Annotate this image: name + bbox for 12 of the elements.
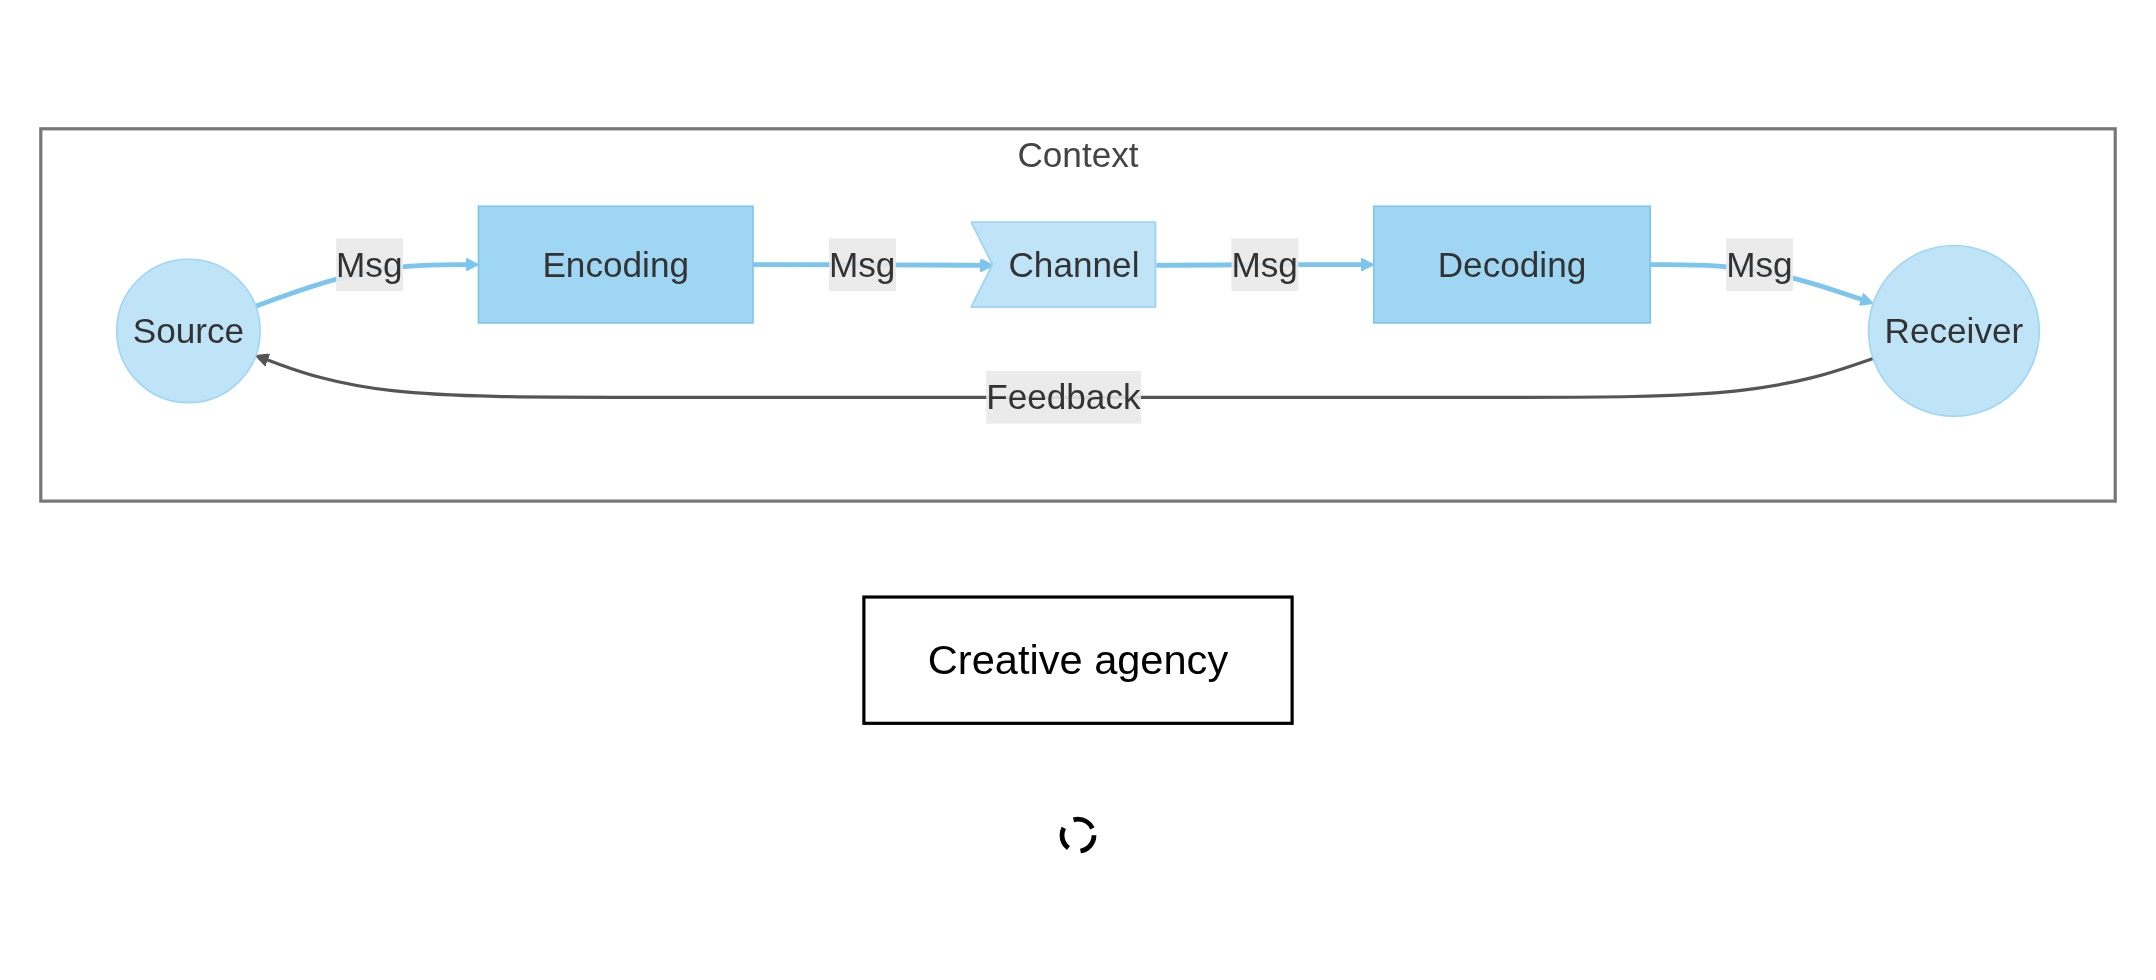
edge-label: Msg	[1726, 244, 1793, 285]
node-box: Encoding	[477, 205, 754, 324]
node-ellipse	[1059, 816, 1097, 854]
edge-label: Msg	[336, 244, 403, 285]
node-circle: Source	[115, 258, 261, 404]
edge-label: Msg	[828, 244, 896, 285]
node-circle: Receiver	[1867, 244, 2041, 418]
node-box: Creative agency	[862, 595, 1294, 725]
edge-label: Msg	[1231, 244, 1298, 285]
arrow	[255, 353, 1874, 399]
node-box: Decoding	[1372, 205, 1652, 324]
edge-label: Feedback	[986, 377, 1141, 418]
